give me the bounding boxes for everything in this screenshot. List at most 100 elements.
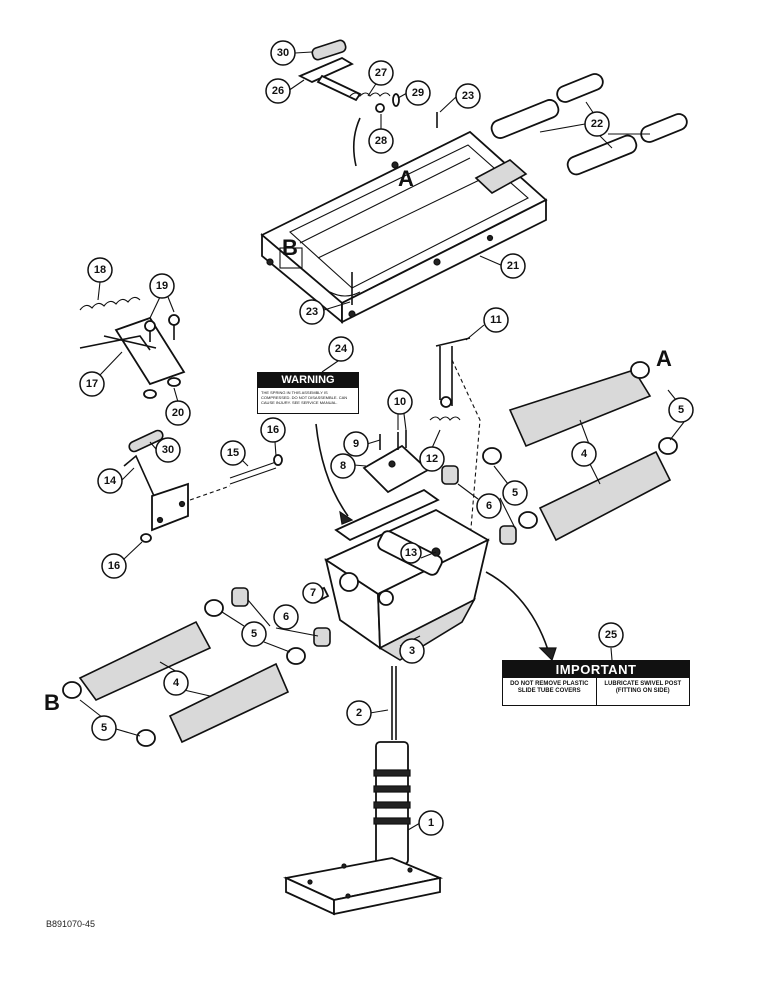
svg-text:19: 19 bbox=[156, 280, 168, 292]
svg-text:11: 11 bbox=[490, 314, 502, 326]
callout-23-bottom: 23 bbox=[299, 299, 325, 325]
callout-19: 19 bbox=[149, 273, 175, 299]
callout-5-left-mid: 5 bbox=[241, 621, 267, 647]
svg-text:30: 30 bbox=[277, 47, 289, 59]
svg-text:28: 28 bbox=[375, 135, 387, 147]
view-letter-b-frame: B bbox=[282, 235, 298, 260]
callout-6-right: 6 bbox=[476, 493, 502, 519]
callout-16-upper: 16 bbox=[260, 417, 286, 443]
callout-29: 29 bbox=[405, 80, 431, 106]
callout-5-left-far: 5 bbox=[91, 715, 117, 741]
view-letter-a-tube: A bbox=[656, 346, 672, 371]
important-arrow bbox=[485, 571, 549, 651]
warning-arrowhead bbox=[339, 510, 354, 525]
warning-title: WARNING bbox=[258, 373, 358, 388]
callout-3: 3 bbox=[399, 638, 425, 664]
callout-11: 11 bbox=[483, 307, 509, 333]
callout-4-left: 4 bbox=[163, 670, 189, 696]
svg-text:20: 20 bbox=[172, 407, 184, 419]
callout-21: 21 bbox=[500, 253, 526, 279]
callout-24: 24 bbox=[328, 336, 354, 362]
callout-26: 26 bbox=[265, 78, 291, 104]
figure-code: B891070-45 bbox=[46, 919, 96, 929]
svg-text:2: 2 bbox=[356, 707, 362, 719]
warning-text: THE SPRING IN THIS ASSEMBLY IS COMPRESSE… bbox=[261, 390, 348, 405]
callout-15: 15 bbox=[220, 440, 246, 466]
callout-13: 13 bbox=[400, 542, 422, 564]
callout-14: 14 bbox=[97, 468, 123, 494]
svg-text:3: 3 bbox=[409, 645, 415, 657]
svg-text:6: 6 bbox=[283, 611, 289, 623]
callout-1: 1 bbox=[418, 810, 444, 836]
svg-text:5: 5 bbox=[512, 487, 518, 499]
bearings bbox=[62, 361, 678, 747]
svg-text:7: 7 bbox=[310, 587, 316, 599]
callout-30-left: 30 bbox=[155, 437, 181, 463]
svg-text:26: 26 bbox=[272, 85, 284, 97]
important-arrowhead bbox=[538, 647, 557, 662]
view-letter-a-frame: A bbox=[398, 166, 414, 191]
svg-text:16: 16 bbox=[108, 560, 120, 572]
svg-text:18: 18 bbox=[94, 264, 106, 276]
callout-25: 25 bbox=[598, 622, 624, 648]
tube-covers-left bbox=[78, 620, 290, 744]
svg-text:4: 4 bbox=[581, 448, 588, 460]
svg-text:1: 1 bbox=[428, 817, 434, 829]
swivel-post bbox=[283, 666, 444, 916]
warning-decal: WARNING THE SPRING IN THIS ASSEMBLY IS C… bbox=[257, 372, 359, 414]
callout-12: 12 bbox=[419, 446, 445, 472]
svg-text:14: 14 bbox=[104, 475, 117, 487]
callout-27: 27 bbox=[368, 60, 394, 86]
svg-text:5: 5 bbox=[101, 722, 107, 734]
tube-covers-right bbox=[508, 369, 672, 542]
callout-17: 17 bbox=[79, 371, 105, 397]
view-letter-b-tube: B bbox=[44, 690, 60, 715]
svg-text:23: 23 bbox=[306, 306, 318, 318]
svg-text:9: 9 bbox=[353, 438, 359, 450]
svg-text:12: 12 bbox=[426, 453, 438, 465]
callout-9: 9 bbox=[343, 431, 369, 457]
bushings bbox=[231, 465, 517, 647]
callout-20: 20 bbox=[165, 400, 191, 426]
callout-5-right-far: 5 bbox=[668, 397, 694, 423]
slide-tubes-22 bbox=[490, 73, 688, 176]
important-decal: IMPORTANT DO NOT REMOVE PLASTIC SLIDE TU… bbox=[502, 660, 690, 706]
callout-6-left: 6 bbox=[273, 604, 299, 630]
svg-text:4: 4 bbox=[173, 677, 180, 689]
important-right-text: LUBRICATE SWIVEL POST (FITTING ON SIDE) bbox=[595, 678, 690, 705]
svg-text:15: 15 bbox=[227, 447, 239, 459]
svg-text:17: 17 bbox=[86, 378, 98, 390]
seat-frame bbox=[260, 130, 548, 324]
callout-16-lower: 16 bbox=[101, 553, 127, 579]
important-left-text: DO NOT REMOVE PLASTIC SLIDE TUBE COVERS bbox=[510, 681, 589, 694]
svg-text:25: 25 bbox=[605, 629, 617, 641]
svg-text:27: 27 bbox=[375, 67, 387, 79]
callout-8: 8 bbox=[330, 453, 356, 479]
important-title: IMPORTANT bbox=[503, 661, 689, 678]
svg-text:13: 13 bbox=[405, 547, 417, 559]
svg-text:30: 30 bbox=[162, 444, 174, 456]
svg-text:29: 29 bbox=[412, 87, 424, 99]
latch-handle-assembly bbox=[297, 39, 400, 167]
svg-text:8: 8 bbox=[340, 460, 346, 472]
svg-text:5: 5 bbox=[678, 404, 684, 416]
svg-text:24: 24 bbox=[335, 343, 348, 355]
callout-23-top: 23 bbox=[455, 83, 481, 109]
callout-4-right: 4 bbox=[571, 441, 597, 467]
callout-30-top: 30 bbox=[270, 40, 296, 66]
svg-text:10: 10 bbox=[394, 396, 406, 408]
svg-text:5: 5 bbox=[251, 628, 257, 640]
callout-2: 2 bbox=[346, 700, 372, 726]
callout-22: 22 bbox=[584, 111, 610, 137]
callout-10: 10 bbox=[387, 389, 413, 415]
callout-28: 28 bbox=[368, 128, 394, 154]
callout-5-right-mid: 5 bbox=[502, 480, 528, 506]
svg-text:22: 22 bbox=[591, 118, 603, 130]
svg-text:16: 16 bbox=[267, 424, 279, 436]
callout-7: 7 bbox=[302, 582, 324, 604]
warning-arrow bbox=[315, 423, 349, 517]
svg-text:6: 6 bbox=[486, 500, 492, 512]
adjust-lever bbox=[123, 429, 283, 543]
svg-text:21: 21 bbox=[507, 260, 519, 272]
